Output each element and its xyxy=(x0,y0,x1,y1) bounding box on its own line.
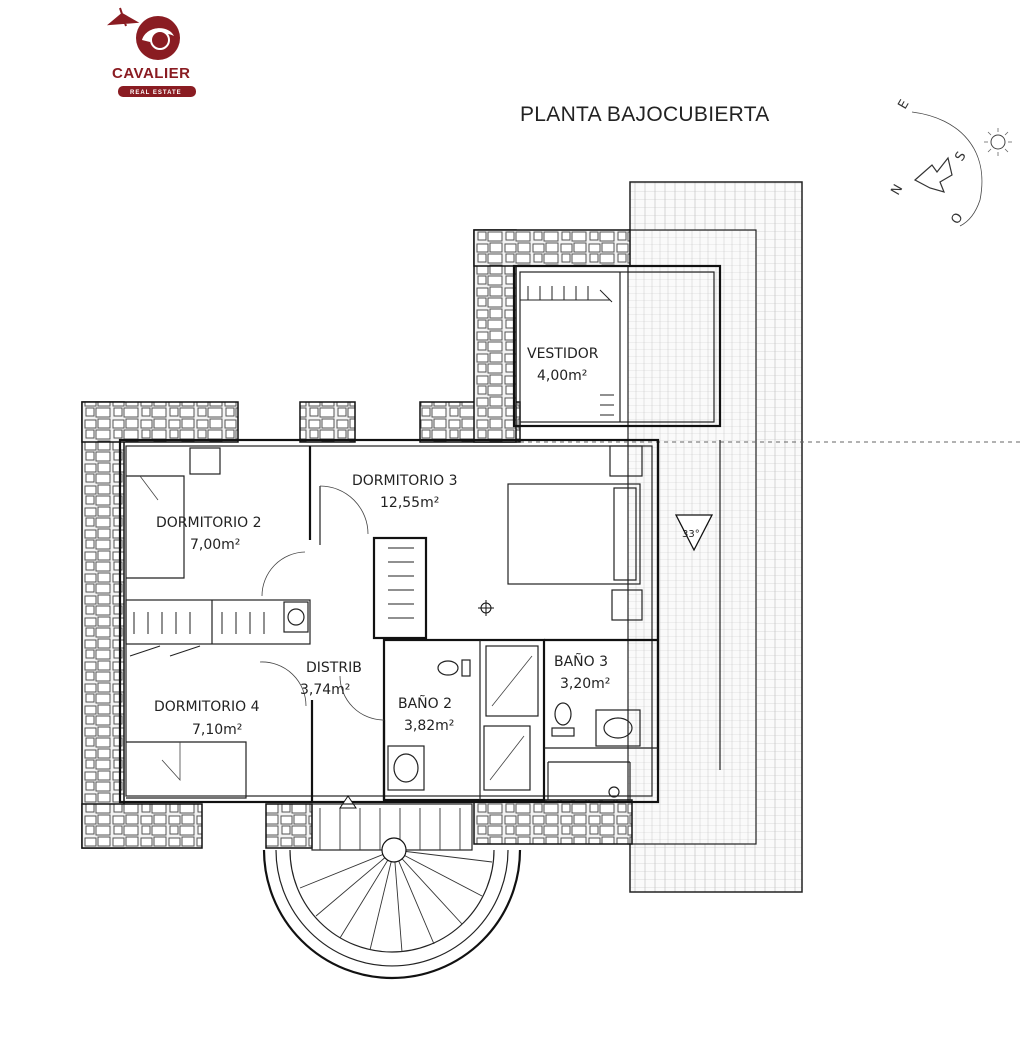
compass-letter-o: O xyxy=(948,211,966,227)
sun-icon xyxy=(990,134,1006,150)
north-arrow-icon xyxy=(913,156,953,193)
compass-letter-n: N xyxy=(888,182,906,198)
interior-walls xyxy=(118,264,722,809)
room-name-dormitorio-4: DORMITORIO 4 xyxy=(154,699,260,715)
logo-subtitle: REAL ESTATE xyxy=(130,90,182,96)
compass-letter-e: E xyxy=(895,97,912,112)
room-name-bano-2: BAÑO 2 xyxy=(398,695,452,712)
room-name-bano-3: BAÑO 3 xyxy=(554,653,608,670)
room-area-dormitorio-2: 7,00m² xyxy=(190,537,240,553)
spiral-staircase xyxy=(262,803,522,980)
room-name-vestidor: VESTIDOR xyxy=(527,346,599,362)
logo-name: CAVALIER xyxy=(112,65,190,82)
room-name-dormitorio-2: DORMITORIO 2 xyxy=(156,515,262,531)
cavalier-logo: CAVALIER REAL ESTATE xyxy=(106,7,196,97)
logo-flag-icon xyxy=(106,7,140,27)
room-name-distrib: DISTRIB xyxy=(306,660,362,676)
room-area-dormitorio-3: 12,55m² xyxy=(380,495,439,511)
plan-title: PLANTA BAJOCUBIERTA xyxy=(520,103,770,126)
room-area-bano-3: 3,20m² xyxy=(560,676,610,692)
room-area-distrib: 3,74m² xyxy=(300,682,350,698)
room-area-dormitorio-4: 7,10m² xyxy=(192,722,242,738)
compass-rose: E S N O xyxy=(888,97,1012,227)
roof-slope-label: 33° xyxy=(682,529,700,540)
room-area-vestidor: 4,00m² xyxy=(537,368,587,384)
roof-slope-marker xyxy=(674,514,714,552)
room-name-dormitorio-3: DORMITORIO 3 xyxy=(352,473,458,489)
roof-area: 33° xyxy=(520,181,1023,893)
compass-letter-s: S xyxy=(952,149,969,164)
room-area-bano-2: 3,82m² xyxy=(404,718,454,734)
room-labels: VESTIDOR 4,00m² DORMITORIO 3 12,55m² DOR… xyxy=(154,346,610,738)
stone-walls xyxy=(81,229,633,849)
